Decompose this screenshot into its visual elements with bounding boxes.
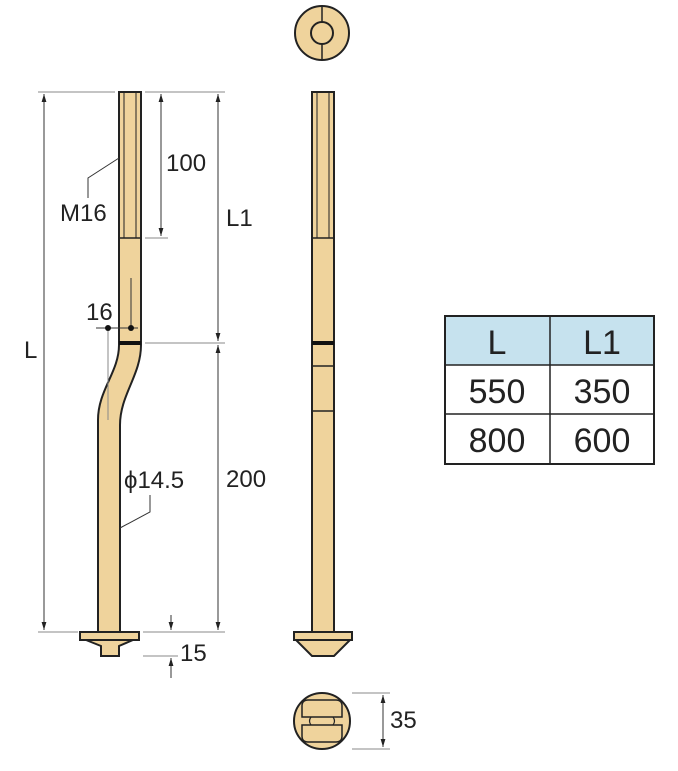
dimension-table: L L1 550 350 800 600: [444, 315, 655, 465]
table-cell: 350: [574, 373, 631, 411]
table-cell: 600: [574, 422, 631, 460]
thread-length-label: 100: [166, 150, 206, 177]
length-L-label: L: [24, 337, 37, 364]
length-L1-label: L1: [226, 205, 253, 232]
table-cell: 800: [469, 422, 526, 460]
offset-label: 16: [86, 299, 113, 326]
table-header-L1: L1: [583, 324, 621, 362]
table-header-L: L: [488, 324, 507, 362]
table-cell: 550: [469, 373, 526, 411]
diameter-label: ϕ14.5: [124, 467, 184, 494]
bottom-end-view: [293, 692, 351, 750]
dimension-lines: [38, 91, 390, 750]
bolt-front-view: [293, 91, 353, 657]
bolt-side-view: [79, 91, 142, 657]
plate-thickness-label: 15: [180, 640, 207, 667]
plate-width-label: 35: [390, 707, 417, 734]
embed-length-label: 200: [226, 466, 266, 493]
thread-size-label: M16: [60, 200, 107, 227]
top-end-view: [294, 5, 350, 61]
